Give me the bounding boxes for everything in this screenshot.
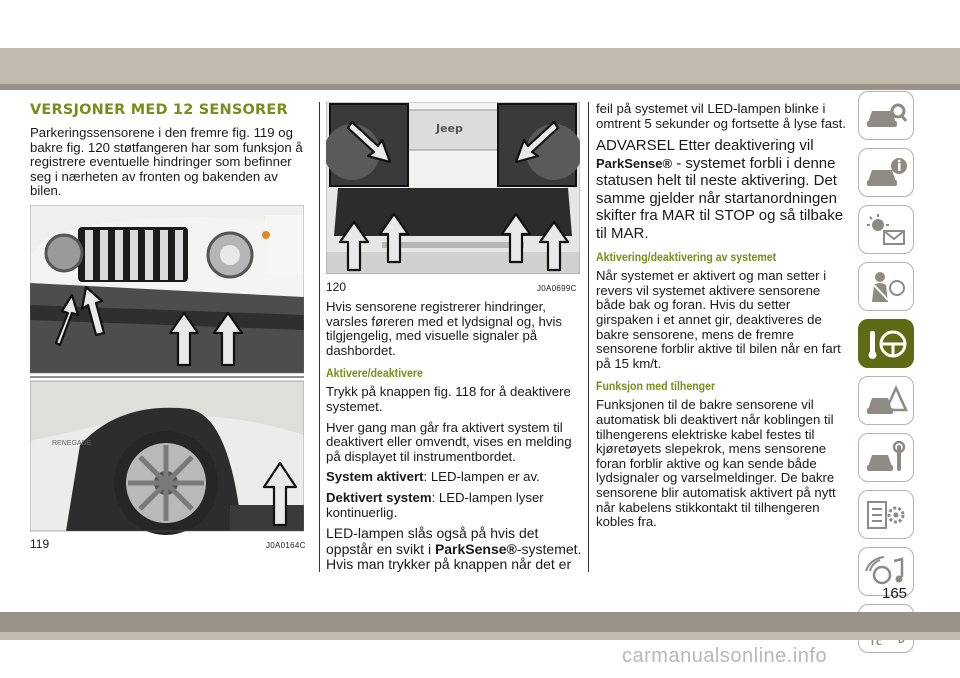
- tab-multimedia[interactable]: [858, 547, 914, 596]
- footer-band-light: [0, 632, 960, 640]
- tab-maintenance[interactable]: [858, 433, 914, 482]
- top-margin: [0, 0, 960, 48]
- figure-120: Jeep: [324, 101, 582, 275]
- warning-parksense-brand: ParkSense®: [596, 155, 673, 171]
- svg-text:Jeep: Jeep: [435, 122, 463, 135]
- car-magnifier-icon: [867, 103, 908, 127]
- seatbelt-person-icon: [872, 271, 905, 302]
- svg-text:RENEGADE: RENEGADE: [52, 440, 92, 447]
- warning-text-a: ADVARSEL Etter deaktivering vil: [596, 137, 814, 155]
- column-3: feil på systemet vil LED-lampen blinke i…: [596, 101, 850, 536]
- figure-119: RENEGADE 119 J0A0164C: [29, 204, 306, 555]
- paragraph-trailer: Funksjonen til de bakre sensorene vil au…: [596, 397, 836, 530]
- tab-car-info[interactable]: [858, 148, 914, 197]
- paragraph-failure: LED-lampen slås også på hvis det oppstår…: [326, 525, 582, 573]
- side-view-image: RENEGADE: [29, 380, 305, 535]
- label-system-off: Dektivert system: [326, 489, 432, 505]
- column-divider-1: [319, 102, 320, 572]
- warning-text-b: - systemet forbli i denne statusen helt …: [596, 154, 844, 242]
- svg-text:C: C: [876, 638, 882, 646]
- figure-119-code: J0A0164C: [266, 541, 306, 550]
- front-view-image: [29, 204, 305, 374]
- failure-text-b: -systemet. Hvis man trykker på knappen n…: [326, 540, 582, 573]
- text-system-off: : LED-lampen lyser kontinuerlig.: [326, 489, 544, 520]
- watermark: carmanualsonline.info: [622, 645, 828, 667]
- tab-car-search[interactable]: [858, 91, 914, 140]
- header-band: [0, 48, 960, 84]
- figure-120-number: 120: [326, 280, 347, 294]
- paragraph-display-message: Hver gang man går fra aktivert system ti…: [326, 419, 572, 464]
- paragraph-system-off: Dektivert system: LED-lampen lyser konti…: [326, 489, 582, 520]
- front-bumper-photo: RENEGADE: [29, 204, 305, 555]
- subheading-activate: Aktivere/deaktivere: [326, 366, 423, 381]
- column-1: VERSJONER MED 12 SENSORER Parkeringssens…: [30, 102, 306, 205]
- subheading-trailer: Funksjon med tilhenger: [596, 379, 716, 394]
- label-system-on: System aktivert: [326, 469, 424, 485]
- car-wrench-icon: [867, 440, 906, 471]
- tab-starting-driving[interactable]: [858, 319, 914, 368]
- paragraph-reverse: Når systemet er aktivert og man setter i…: [596, 268, 841, 371]
- paragraph-led-blink: feil på systemet vil LED-lampen blinke i…: [596, 101, 846, 131]
- car-info-icon: [867, 157, 907, 186]
- tab-technical-data[interactable]: [858, 490, 914, 539]
- failure-text-a: LED-lampen slås også på hvis det oppstår…: [326, 525, 539, 557]
- paragraph-warning-signals: Hvis sensorene registrerer hindringer, v…: [326, 299, 563, 358]
- rear-bumper-photo: Jeep: [324, 101, 582, 275]
- section-heading: VERSJONER MED 12 SENSORER: [30, 102, 288, 118]
- page-number: 165: [882, 585, 908, 602]
- text-system-on: : LED-lampen er av.: [423, 469, 540, 485]
- key-steering-wheel-icon: [868, 330, 907, 359]
- tab-emergency[interactable]: [858, 376, 914, 425]
- paragraph-system-on: System aktivert: LED-lampen er av.: [326, 470, 582, 485]
- parksense-brand: ParkSense®: [434, 540, 517, 557]
- intro-paragraph: Parkeringssensorene i den fremre fig. 11…: [30, 125, 303, 199]
- figure-120-code: J0A0699C: [537, 284, 577, 293]
- car-warning-triangle-icon: [867, 384, 908, 414]
- subheading-activation: Aktivering/deaktivering av systemet: [596, 250, 777, 265]
- list-gear-icon: [867, 500, 905, 529]
- chapter-tabs: ZEBACDI: [858, 91, 914, 661]
- column-2: Hvis sensorene registrerer hindringer, v…: [326, 299, 582, 579]
- column-divider-2: [588, 102, 589, 572]
- svg-text:I: I: [871, 638, 874, 646]
- warning-paragraph: ADVARSEL Etter deaktivering vil ParkSens…: [596, 137, 850, 242]
- multimedia-signal-icon: [865, 555, 904, 584]
- footer-band: [0, 612, 960, 632]
- paragraph-button: Trykk på knappen fig. 118 for å deaktive…: [326, 384, 571, 414]
- warning-light-envelope-icon: [867, 213, 905, 245]
- svg-text:D: D: [898, 636, 905, 645]
- header-band-rule: [0, 84, 960, 90]
- tab-lights-messages[interactable]: [858, 205, 914, 254]
- figure-119-number: 119: [30, 537, 50, 551]
- tab-safety[interactable]: [858, 262, 914, 311]
